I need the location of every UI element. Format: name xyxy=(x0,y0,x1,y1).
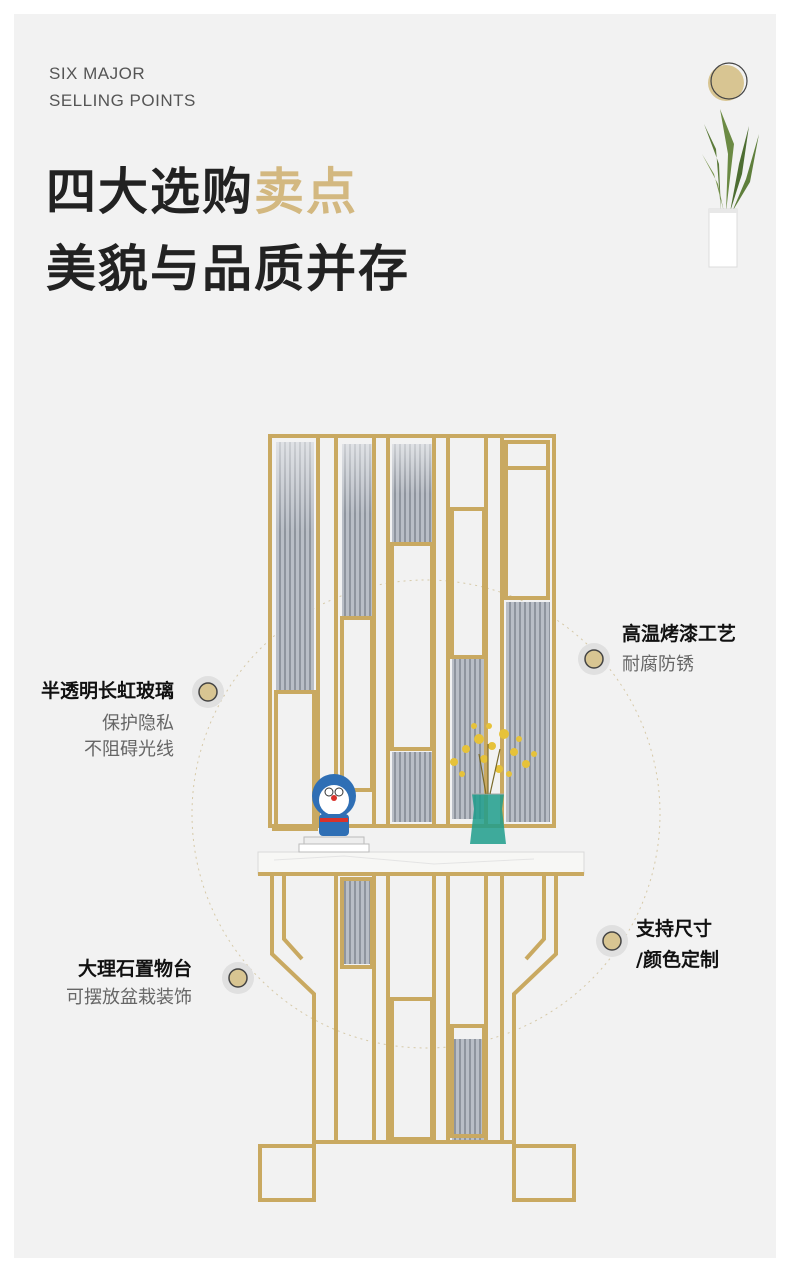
feature-marker-icon xyxy=(596,925,628,957)
english-heading-line1: SIX MAJOR xyxy=(49,64,146,83)
product-feature-panel: SIX MAJOR SELLING POINTS 四大选购卖点 美貌与品质并存 xyxy=(14,14,776,1258)
ribbed-glass-panels xyxy=(276,442,550,1141)
feature-marker-icon xyxy=(578,643,610,675)
feature-paint: 高温烤漆工艺 耐腐防锈 xyxy=(622,619,736,678)
title-main-text: 四大选购 xyxy=(46,163,254,221)
guide-circle xyxy=(191,579,661,1049)
decor-layer xyxy=(702,62,759,268)
feature-glass-line1: 保护隐私 xyxy=(102,713,174,734)
screen-illustration xyxy=(191,434,661,1202)
feature-glass-line2: 不阻碍光线 xyxy=(84,739,174,760)
english-heading-line2: SELLING POINTS xyxy=(49,91,196,110)
page-subtitle: 美貌与品质并存 xyxy=(46,240,410,298)
feature-custom-line1: /颜色定制 xyxy=(636,949,719,971)
marble-tabletop xyxy=(257,851,585,876)
feature-glass-title: 半透明长虹玻璃 xyxy=(40,680,174,702)
vase-with-flowers xyxy=(450,723,537,844)
feature-marker-icon xyxy=(222,962,254,994)
feature-marker-icon xyxy=(192,676,224,708)
feature-custom-title: 支持尺寸 xyxy=(636,918,713,940)
feature-marble-title: 大理石置物台 xyxy=(77,958,192,980)
figurine-decoration xyxy=(298,774,370,853)
feature-marble: 大理石置物台 可摆放盆栽装饰 xyxy=(34,954,192,1011)
feature-glass: 半透明长虹玻璃 保护隐私 不阻碍光线 xyxy=(26,676,174,763)
gold-circle-icon xyxy=(708,62,748,101)
page-title: 四大选购卖点 xyxy=(46,152,358,224)
feature-custom: 支持尺寸 /颜色定制 xyxy=(636,914,719,972)
title-accent-text: 卖点 xyxy=(254,163,358,221)
plant-icon xyxy=(702,109,759,268)
feature-marble-line1: 可摆放盆栽装饰 xyxy=(66,987,192,1008)
feature-paint-line1: 耐腐防锈 xyxy=(622,654,694,675)
lower-frame xyxy=(258,876,576,1202)
feature-paint-title: 高温烤漆工艺 xyxy=(622,623,737,645)
